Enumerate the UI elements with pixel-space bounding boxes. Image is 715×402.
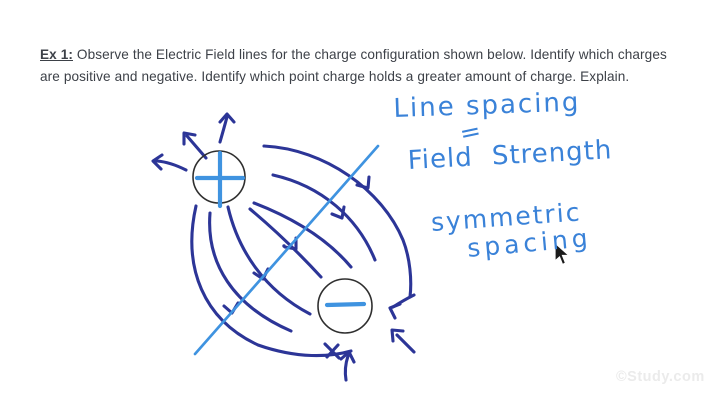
field-lines-group: [151, 112, 416, 382]
incoming-arrowhead: [388, 302, 402, 320]
outgoing-arrow: [185, 134, 208, 160]
field-line: [252, 201, 353, 269]
outgoing-arrowhead: [218, 112, 236, 124]
problem-statement: Ex 1: Observe the Electric Field lines f…: [40, 44, 690, 87]
field-line-end-tick: [325, 343, 340, 359]
incoming-arrow: [343, 354, 350, 382]
field-line: [262, 144, 413, 299]
incoming-arrow: [395, 333, 416, 354]
incoming-arrowhead: [339, 350, 356, 364]
plus-sign-icon: [194, 150, 246, 209]
field-line: [248, 207, 323, 279]
charge-symbols-group: [194, 150, 367, 308]
outgoing-arrow: [218, 115, 229, 144]
field-line: [190, 204, 353, 358]
outgoing-arrow: [155, 159, 188, 172]
problem-label: Ex 1:: [40, 47, 73, 62]
spacing-reference-line-group: [193, 144, 380, 356]
outgoing-arrowhead: [151, 153, 164, 171]
mouse-cursor-icon: [554, 241, 571, 266]
studycom-watermark: ©Study.com: [616, 369, 705, 385]
ink-dot: [282, 244, 286, 248]
minus-sign-icon: [324, 301, 367, 308]
field-arrowhead: [330, 205, 346, 220]
field-line: [226, 205, 312, 316]
problem-text: Observe the Electric Field lines for the…: [40, 47, 667, 84]
outgoing-arrowhead: [182, 131, 197, 146]
field-line: [208, 211, 293, 333]
field-line: [271, 173, 377, 262]
spacing-reference-line: [193, 144, 380, 356]
negative-charge-circle: [317, 278, 373, 334]
field-arrowhead: [355, 175, 371, 190]
incoming-arrowhead: [390, 328, 405, 343]
